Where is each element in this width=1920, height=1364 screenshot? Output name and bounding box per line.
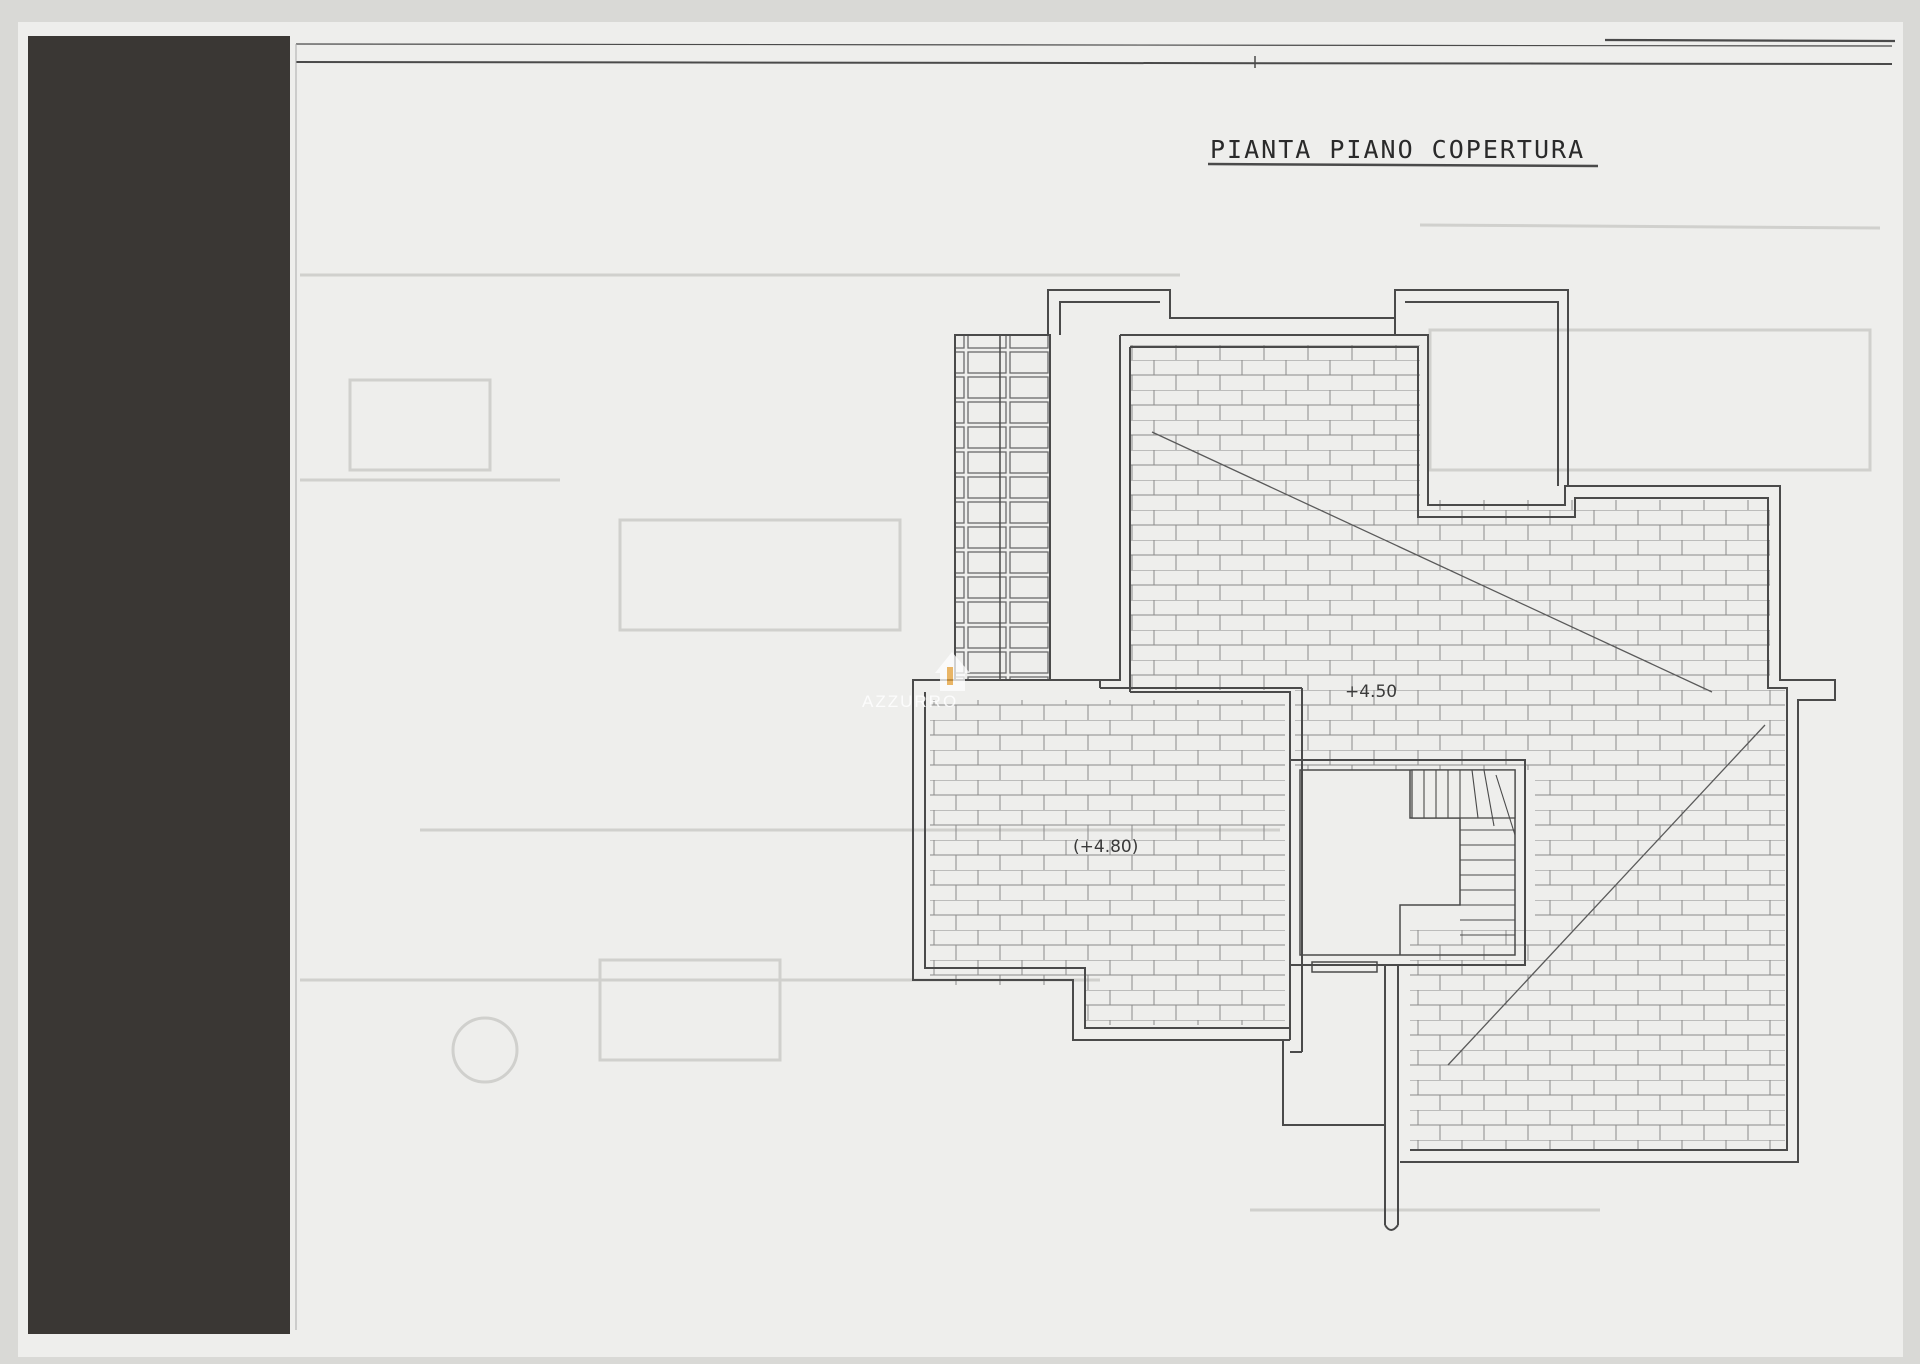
floor-plan: +4.50 (+4.80) (912, 289, 1836, 1231)
stairwell (1289, 759, 1526, 973)
slope-lines (1151, 431, 1766, 1066)
stair-steps (1423, 769, 1516, 936)
dark-strip (28, 36, 290, 1334)
house-icon (935, 652, 970, 691)
sheet-border-lines (295, 38, 1896, 1330)
pergola-grid (954, 334, 1051, 681)
watermark: AZZURRO (862, 652, 970, 711)
elevation-main-label: +4.50 (1345, 682, 1397, 702)
elevation-left-label: (+4.80) (1073, 837, 1138, 857)
drawing-title: PIANTA PIANO COPERTURA (1210, 135, 1585, 164)
north-protrusions (1047, 289, 1569, 486)
lower-annex (1282, 965, 1399, 1231)
roof-tile-areas (930, 345, 1785, 1150)
watermark-text: AZZURRO (862, 692, 958, 711)
title-underline (1207, 162, 1599, 168)
